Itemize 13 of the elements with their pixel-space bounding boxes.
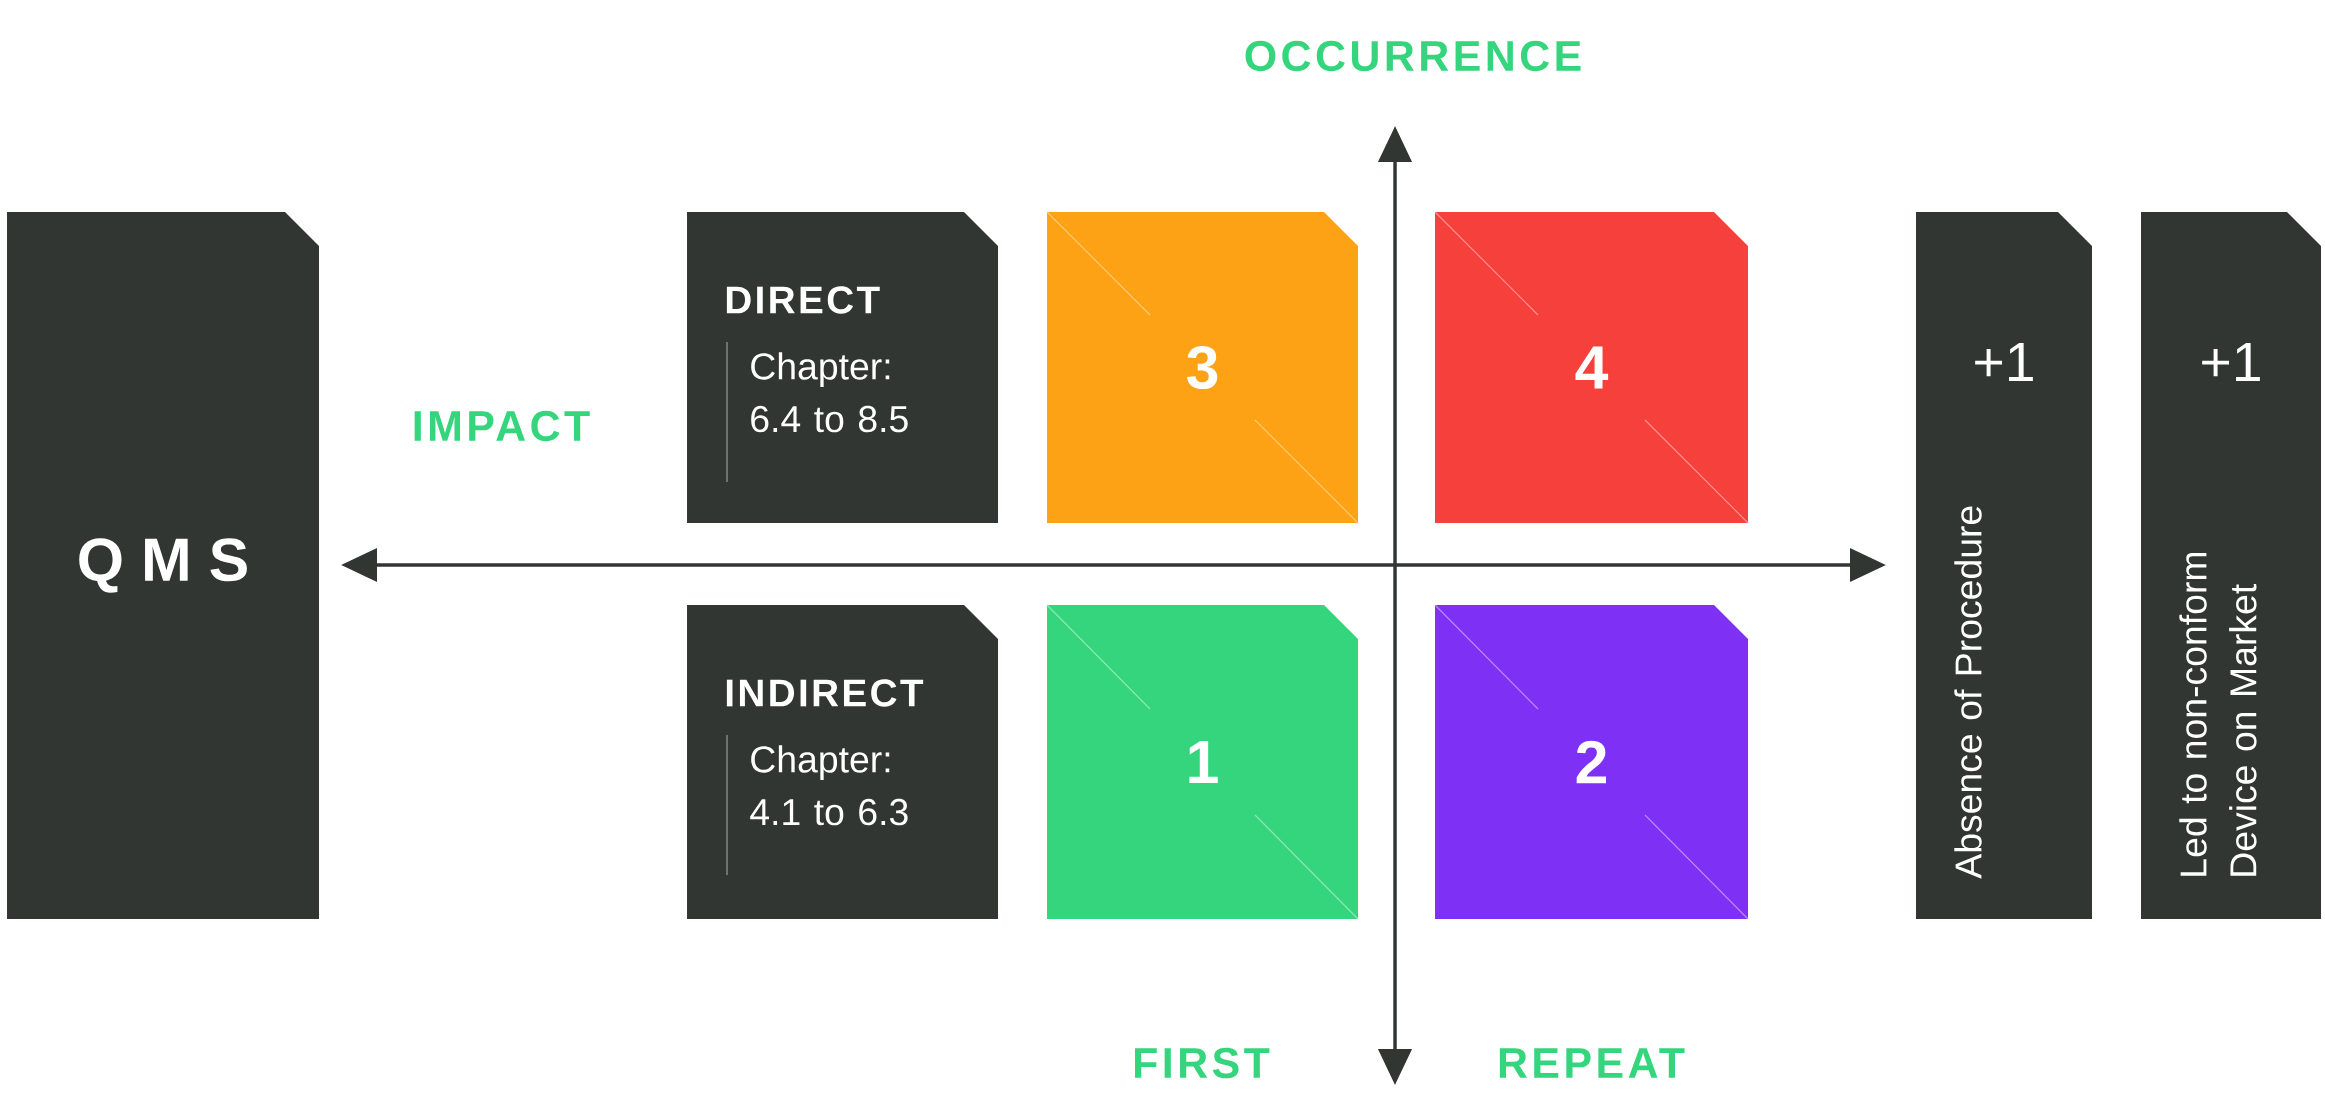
axis-label: REPEAT xyxy=(1499,1048,1685,1078)
document-box: INDIRECT Chapter: 4.1 to 6.3 xyxy=(687,605,998,919)
axis-label: OCCURRENCE xyxy=(1245,40,1581,72)
quadrant-square: 2 xyxy=(1434,604,1749,920)
document-box: DIRECT Chapter: 6.4 to 8.5 xyxy=(687,212,998,523)
document-box: +1 Led to non-conform Device on Market xyxy=(2141,212,2321,919)
document-box: Q M S xyxy=(7,212,319,919)
document-box: +1 Absence of Procedure xyxy=(1916,212,2092,919)
quadrant-square: 3 xyxy=(1046,211,1359,524)
quadrant-square: 1 xyxy=(1046,604,1359,920)
axis-label: FIRST xyxy=(1135,1047,1270,1079)
quadrant-square: 4 xyxy=(1434,211,1749,524)
axis-label: IMPACT xyxy=(414,410,590,442)
